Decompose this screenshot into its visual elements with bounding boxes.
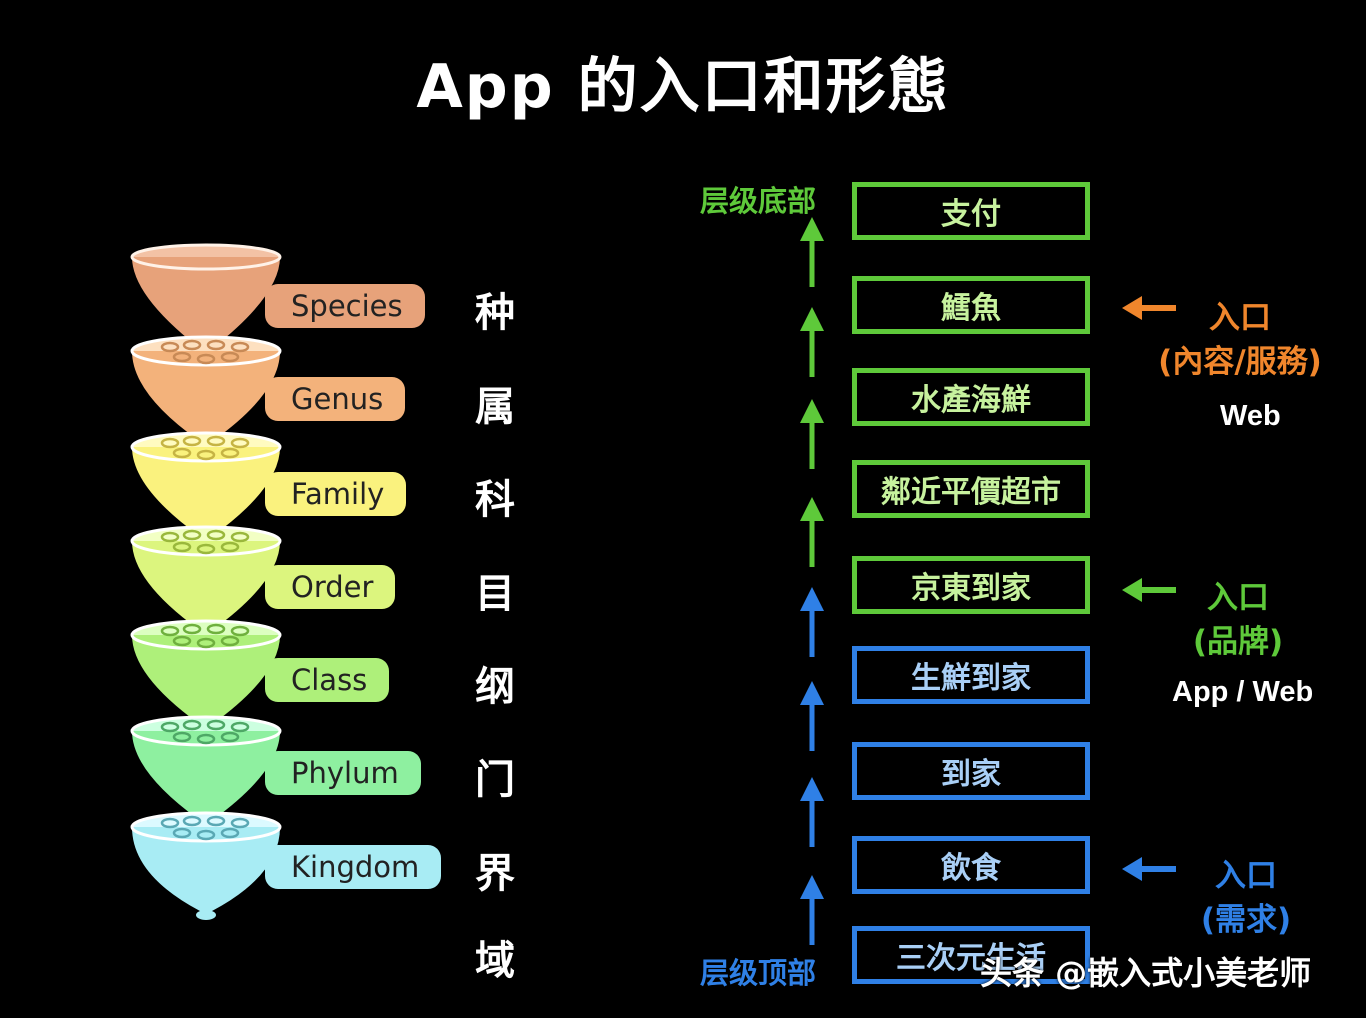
tag-family: Family (265, 472, 407, 516)
tag-phylum: Phylum (265, 751, 421, 795)
hier-box-payment: 支付 (852, 182, 1090, 240)
entry-brand-label: 入口 (1207, 580, 1269, 616)
tag-genus: Genus (265, 377, 406, 421)
funnel-family (130, 431, 282, 535)
taxonomy-funnels (130, 243, 282, 920)
entry-brand-platform: App / Web (1172, 676, 1314, 708)
tag-species: Species (265, 284, 425, 328)
entry-demand-sub: (需求) (1200, 902, 1292, 938)
tag-order: Order (265, 565, 396, 609)
watermark: 头条 @嵌入式小美老师 (980, 954, 1312, 992)
entry-content-sub: (內容/服務) (1158, 344, 1322, 380)
rank-family-cn: 科 (475, 477, 515, 523)
tag-class: Class (265, 658, 390, 702)
hier-box-delivery: 到家 (852, 742, 1090, 800)
entry-brand-sub: (品牌) (1192, 624, 1284, 660)
hier-box-fresh-delivery: 生鮮到家 (852, 646, 1090, 704)
page-title: App 的入口和形態 (416, 52, 950, 122)
arrow-left-blue-icon (1122, 857, 1176, 881)
entry-demand-label: 入口 (1215, 858, 1277, 894)
hierarchy-bottom-label: 层级顶部 (700, 956, 817, 990)
entry-content-label: 入口 (1209, 300, 1271, 336)
funnel-phylum (130, 715, 282, 819)
hier-box-food: 飲食 (852, 836, 1090, 894)
rank-domain-cn: 域 (475, 938, 515, 984)
arrow-left-green-icon (1122, 578, 1176, 602)
rank-class-cn: 纲 (475, 664, 515, 710)
rank-genus-cn: 属 (475, 384, 515, 430)
rank-phylum-cn: 门 (475, 757, 515, 803)
hierarchy-top-label: 层级底部 (700, 184, 817, 218)
entry-content-platform: Web (1220, 400, 1281, 432)
funnel-class (130, 619, 282, 723)
hier-box-jd-daojia: 京東到家 (852, 556, 1090, 614)
rank-species-cn: 种 (475, 290, 515, 336)
hierarchy-arrows (800, 217, 824, 945)
arrow-up-blue (800, 587, 824, 945)
funnel-genus (130, 335, 282, 440)
funnel-species (130, 243, 282, 347)
funnel-kingdom (130, 811, 282, 920)
hier-box-seafood: 水產海鮮 (852, 368, 1090, 426)
rank-order-cn: 目 (475, 571, 515, 617)
funnel-order (130, 525, 282, 629)
hier-box-3d-life: 三次元生活 (852, 926, 1090, 984)
tag-kingdom: Kingdom (265, 845, 442, 889)
arrow-up-green (800, 217, 824, 567)
arrow-left-orange-icon (1122, 296, 1176, 320)
hier-box-cod: 鱈魚 (852, 276, 1090, 334)
hier-box-supermarket: 鄰近平價超市 (852, 460, 1090, 518)
rank-kingdom-cn: 界 (475, 851, 515, 897)
